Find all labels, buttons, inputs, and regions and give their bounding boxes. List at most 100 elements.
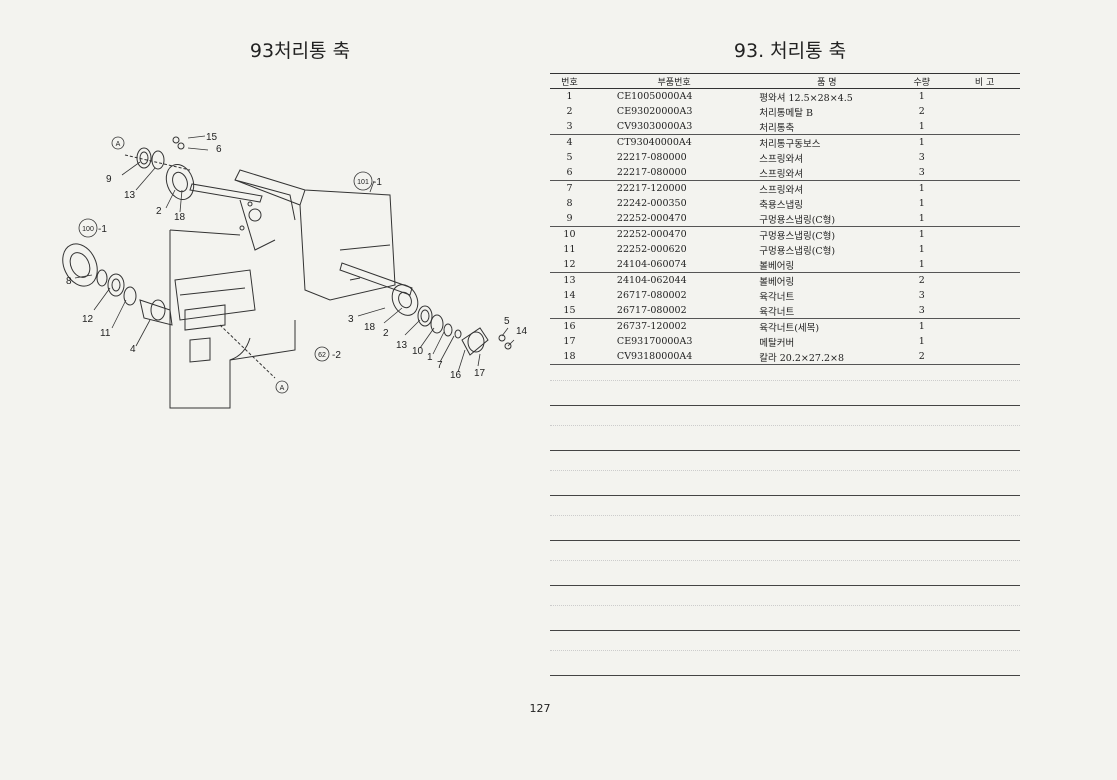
ruled-line	[550, 675, 1020, 676]
part-number-index: 12	[550, 257, 589, 273]
part-remarks	[949, 288, 1020, 303]
part-code: 22217-120000	[616, 183, 687, 194]
ref-a-top: A	[116, 141, 121, 148]
part-number-index: 9	[550, 211, 589, 227]
part-number-index: 1	[566, 91, 573, 102]
dotted-line	[550, 515, 1020, 516]
part-code: 22217-080000	[616, 152, 687, 163]
part-number-index: 10	[563, 229, 576, 240]
part-number-index: 6	[550, 165, 589, 181]
part-number-index: 17	[563, 336, 576, 347]
exploded-parts-diagram: A A 15 6 9 13 2 18 101 -1 100 -1 8 12 11…	[62, 132, 528, 409]
svg-text:13: 13	[124, 190, 136, 201]
part-quantity: 1	[918, 198, 925, 209]
right-page-title: 93. 처리통 축	[733, 40, 847, 62]
part-number-index: 14	[563, 290, 576, 301]
svg-text:7: 7	[437, 360, 443, 371]
part-name: 처리통메탈 B	[759, 107, 813, 119]
part-quantity: 1	[894, 211, 950, 227]
ruled-line	[550, 540, 1020, 541]
part-code: 26717-080002	[616, 290, 687, 301]
part-code: 24104-062044	[616, 275, 687, 286]
part-quantity: 1	[918, 336, 925, 347]
part-code: 22242-000350	[616, 198, 687, 209]
ruled-line	[550, 585, 1020, 586]
part-remarks	[949, 319, 1020, 335]
svg-text:-2: -2	[332, 350, 341, 361]
svg-text:5: 5	[504, 316, 510, 327]
part-remarks	[949, 196, 1020, 211]
part-remarks	[949, 104, 1020, 119]
dotted-line	[550, 605, 1020, 606]
part-name: 육각너트	[759, 303, 895, 319]
part-quantity: 2	[894, 349, 950, 365]
svg-text:2: 2	[156, 206, 162, 217]
header-no: 번호	[550, 73, 589, 89]
ruled-line	[550, 495, 1020, 496]
part-quantity: 3	[918, 290, 925, 301]
part-quantity: 2	[918, 275, 925, 286]
svg-text:13: 13	[396, 340, 408, 351]
part-quantity: 1	[894, 257, 950, 273]
part-quantity: 1	[918, 91, 925, 102]
part-name: 육각너트(세목)	[759, 322, 820, 334]
part-code: 22252-000620	[616, 244, 687, 255]
svg-text:62: 62	[318, 352, 326, 359]
ruled-line	[550, 630, 1020, 631]
part-name: 스프링와셔	[759, 165, 895, 181]
table-row: 7 22217-120000 스프링와셔 1	[550, 181, 1020, 197]
part-name: 구멍용스냅링(C형)	[759, 245, 836, 257]
part-number-index: 15	[550, 303, 589, 319]
svg-text:11: 11	[100, 328, 111, 339]
part-code: 26717-080002	[588, 303, 760, 319]
svg-text:8: 8	[66, 276, 72, 287]
part-code: 22217-080000	[588, 165, 760, 181]
part-name: 축용스냅링	[759, 199, 803, 211]
svg-text:2: 2	[383, 328, 389, 339]
part-quantity: 1	[918, 244, 925, 255]
part-number-index: 2	[566, 106, 573, 117]
part-quantity: 2	[918, 106, 925, 117]
part-quantity: 3	[918, 152, 925, 163]
left-page-title: 93처리통 축	[249, 40, 351, 62]
svg-text:1: 1	[427, 352, 433, 363]
table-row: 1 CE10050000A4 평와셔 12.5×28×4.5 1	[550, 89, 1020, 105]
part-code: CV93030000A3	[588, 119, 760, 135]
part-name: 구멍용스냅링(C형)	[759, 211, 895, 227]
part-remarks	[949, 135, 1020, 151]
ruled-line	[550, 450, 1020, 451]
part-quantity: 1	[894, 119, 950, 135]
part-quantity: 1	[918, 183, 925, 194]
part-remarks	[949, 211, 1020, 227]
part-remarks	[949, 150, 1020, 165]
part-name: 평와셔 12.5×28×4.5	[759, 92, 853, 104]
part-number-index: 3	[550, 119, 589, 135]
part-code: CE10050000A4	[616, 91, 693, 102]
svg-text:4: 4	[130, 344, 136, 355]
part-name: 육각너트	[759, 291, 795, 303]
dotted-line	[550, 560, 1020, 561]
svg-text:18: 18	[174, 212, 186, 223]
part-code: 22252-000470	[588, 211, 760, 227]
ref-a-circle-bottom	[275, 380, 289, 394]
header-part-no: 부품번호	[588, 73, 760, 89]
part-number-index: 4	[566, 137, 573, 148]
part-name: 스프링와셔	[759, 184, 803, 196]
part-remarks	[949, 273, 1020, 289]
part-quantity: 1	[918, 137, 925, 148]
part-remarks	[949, 89, 1020, 105]
part-code: CV93180000A4	[588, 349, 760, 365]
page-number: 127	[529, 702, 551, 715]
part-quantity: 3	[894, 303, 950, 319]
part-code: CT93040000A4	[616, 137, 692, 148]
part-number-index: 7	[566, 183, 573, 194]
svg-text:12: 12	[82, 314, 94, 325]
